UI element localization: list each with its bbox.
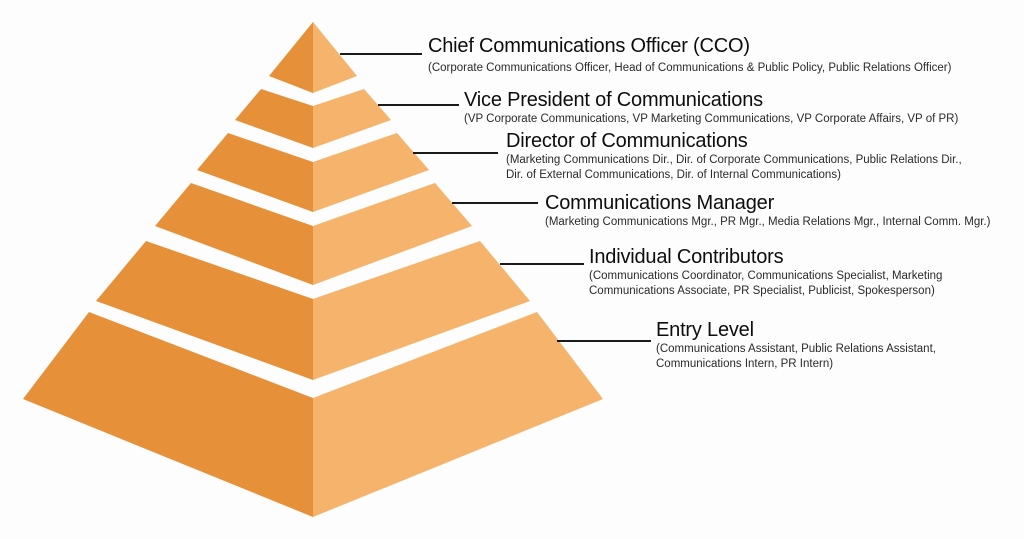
leader-line-level-6	[557, 340, 651, 342]
level-6-subtitle-line-1: (Communications Assistant, Public Relati…	[656, 343, 936, 355]
pyramid-level-4	[155, 183, 472, 285]
leader-line-level-5	[500, 263, 584, 265]
level-2-title: Vice President of Communications	[464, 89, 763, 111]
level-5-title: Individual Contributors	[589, 246, 784, 268]
pyramid-level-1	[269, 22, 357, 93]
level-4-subtitle-line-1: (Marketing Communications Mgr., PR Mgr.,…	[545, 216, 991, 228]
leader-line-level-3	[413, 152, 498, 154]
level-3-left-face	[197, 133, 313, 212]
level-6-left-face	[23, 312, 313, 517]
pyramid-level-5	[96, 241, 530, 380]
level-1-left-face	[269, 22, 313, 93]
level-1-subtitle-line-1: (Corporate Communications Officer, Head …	[428, 62, 952, 74]
level-1-right-face	[313, 22, 357, 93]
leader-line-level-2	[378, 104, 459, 106]
leader-line-level-4	[452, 202, 538, 204]
pyramid-level-6	[23, 312, 603, 517]
pyramid-level-3	[197, 133, 429, 212]
level-4-right-face	[313, 183, 472, 285]
level-5-subtitle-line-1: (Communications Coordinator, Communicati…	[589, 270, 943, 282]
label-level-5: Individual Contributors (Communications …	[589, 245, 942, 299]
leader-line-level-1	[340, 53, 422, 55]
label-level-1: Chief Communications Officer (CCO) (Corp…	[428, 34, 951, 76]
level-5-right-face	[313, 241, 530, 380]
level-6-right-face	[313, 312, 603, 517]
level-1-title: Chief Communications Officer (CCO)	[428, 35, 750, 57]
level-4-left-face	[155, 183, 313, 285]
level-2-subtitle-line-1: (VP Corporate Communications, VP Marketi…	[464, 113, 959, 125]
level-6-subtitle-line-2: Communications Intern, PR Intern)	[656, 358, 834, 370]
level-5-left-face	[96, 241, 313, 380]
level-2-left-face	[235, 89, 313, 148]
level-4-title: Communications Manager	[545, 192, 775, 214]
label-level-3: Director of Communications (Marketing Co…	[506, 129, 962, 183]
level-5-subtitle-line-2: Communications Associate, PR Specialist,…	[589, 285, 935, 297]
label-level-2: Vice President of Communications (VP Cor…	[464, 88, 958, 127]
level-3-title: Director of Communications	[506, 130, 748, 152]
pyramid-level-2	[235, 89, 391, 148]
level-2-right-face	[313, 89, 391, 148]
label-level-6: Entry Level (Communications Assistant, P…	[656, 318, 936, 372]
level-3-subtitle-line-2: Dir. of External Communications, Dir. of…	[506, 169, 841, 181]
label-level-4: Communications Manager (Marketing Commun…	[545, 191, 990, 230]
level-3-subtitle-line-1: (Marketing Communications Dir., Dir. of …	[506, 154, 962, 166]
level-3-right-face	[313, 133, 429, 212]
level-6-title: Entry Level	[656, 319, 754, 341]
